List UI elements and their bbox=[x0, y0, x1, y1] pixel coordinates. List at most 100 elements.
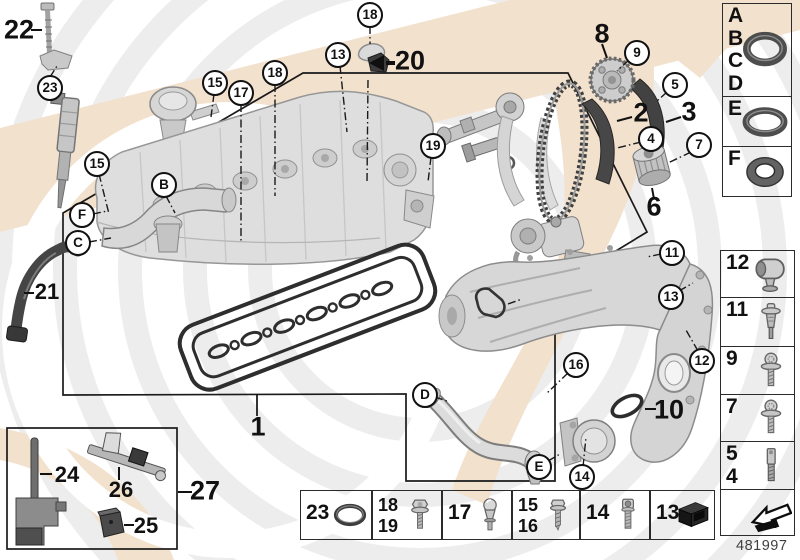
callout-26[interactable]: 26 bbox=[108, 477, 134, 502]
stud-bolt-icon bbox=[766, 447, 776, 481]
legend-panel-label: 23 bbox=[306, 501, 330, 524]
intake-manifold bbox=[438, 244, 714, 463]
callout-1[interactable]: 1 bbox=[250, 411, 266, 442]
callout-14[interactable]: 14 bbox=[569, 464, 595, 490]
callout-F[interactable]: F bbox=[69, 202, 95, 228]
legend-panel-A-B-C-D[interactable]: A B C D bbox=[722, 3, 792, 97]
legend-panel-11[interactable]: 11 bbox=[720, 297, 795, 347]
callout-9[interactable]: 9 bbox=[624, 40, 650, 66]
pump-bracket bbox=[403, 189, 435, 229]
callout-7[interactable]: 7 bbox=[686, 132, 712, 158]
screw-washer-icon bbox=[760, 352, 782, 386]
valve-cover-gasket bbox=[177, 242, 438, 392]
callout-3[interactable]: 3 bbox=[681, 96, 697, 127]
callout-23[interactable]: 23 bbox=[37, 75, 63, 101]
callout-13[interactable]: 13 bbox=[658, 284, 684, 310]
callout-6[interactable]: 6 bbox=[646, 191, 662, 222]
legend-panel-18-19[interactable]: 18 19 bbox=[372, 490, 442, 540]
legend-panel-label: E bbox=[728, 97, 743, 120]
page-arrow-icon bbox=[750, 502, 793, 532]
callout-17[interactable]: 17 bbox=[228, 80, 254, 106]
guide-rail-2 bbox=[581, 98, 615, 185]
legend-panel-label: A B C D bbox=[728, 4, 744, 95]
callout-20[interactable]: 20 bbox=[394, 45, 426, 76]
callout-21[interactable]: 21 bbox=[34, 279, 60, 304]
legend-panel-label: 5 4 bbox=[726, 442, 738, 488]
callout-22[interactable]: 22 bbox=[3, 14, 35, 45]
legend-panel-label: 15 16 bbox=[518, 495, 539, 536]
legend-panel-23[interactable]: 23 bbox=[300, 490, 372, 540]
legend-panel-14[interactable]: 14 bbox=[580, 490, 650, 540]
oil-separator-funnel bbox=[153, 215, 183, 253]
o-ring-icon bbox=[743, 31, 787, 67]
manifold-o-ring bbox=[610, 393, 644, 419]
callout-D[interactable]: D bbox=[412, 382, 438, 408]
special-tool-24 bbox=[15, 437, 67, 546]
expansion-rivet-icon bbox=[761, 303, 781, 339]
legend-panel-15-16[interactable]: 15 16 bbox=[512, 490, 580, 540]
camshaft bbox=[436, 92, 525, 146]
callout-24[interactable]: 24 bbox=[54, 462, 80, 487]
tools-box bbox=[6, 427, 178, 550]
callout-2[interactable]: 2 bbox=[633, 97, 649, 128]
rubber-cap-icon bbox=[677, 502, 709, 528]
oil-filler-cap bbox=[149, 86, 220, 144]
legend-panel-label: 9 bbox=[726, 347, 738, 370]
callout-16[interactable]: 16 bbox=[563, 352, 589, 378]
leader-lines-dashdot bbox=[49, 26, 699, 468]
fuel-injector bbox=[50, 91, 80, 209]
screw-washer-icon bbox=[760, 399, 782, 434]
callout-4[interactable]: 4 bbox=[638, 126, 664, 152]
callout-27[interactable]: 27 bbox=[189, 475, 221, 506]
callout-8[interactable]: 8 bbox=[594, 18, 610, 49]
legend-panel-E[interactable]: E bbox=[722, 96, 792, 147]
callout-E[interactable]: E bbox=[526, 454, 552, 480]
legend-panel-label: 13 bbox=[656, 501, 680, 524]
legend-panel-13[interactable]: 13 bbox=[650, 490, 715, 540]
callout-B[interactable]: B bbox=[151, 172, 177, 198]
callout-11[interactable]: 11 bbox=[659, 240, 685, 266]
legend-panel-F[interactable]: F bbox=[722, 146, 792, 197]
legend-panel-17[interactable]: 17 bbox=[442, 490, 512, 540]
callout-15[interactable]: 15 bbox=[202, 70, 228, 96]
manifold-gasket bbox=[474, 287, 506, 319]
special-tool-26 bbox=[87, 432, 167, 482]
throttle-body bbox=[559, 417, 616, 467]
callout-5[interactable]: 5 bbox=[662, 72, 688, 98]
callout-25[interactable]: 25 bbox=[133, 513, 159, 538]
tapping-screw-icon bbox=[549, 499, 567, 531]
callout-12[interactable]: 12 bbox=[689, 348, 715, 374]
legend-panel-arrow[interactable] bbox=[720, 489, 795, 536]
bolt-22 bbox=[39, 2, 73, 71]
callout-18[interactable]: 18 bbox=[357, 2, 383, 28]
tensioner-rail bbox=[496, 115, 525, 207]
special-tool-25 bbox=[97, 507, 125, 538]
legend-panel-label: 7 bbox=[726, 395, 738, 418]
o-ring-small-icon bbox=[333, 503, 367, 527]
legend-panel-label: 17 bbox=[448, 501, 472, 524]
cable-clip-icon bbox=[755, 258, 785, 293]
legend-panel-label: F bbox=[728, 147, 741, 170]
callout-19[interactable]: 19 bbox=[420, 133, 446, 159]
legend-panel-5-4[interactable]: 5 4 bbox=[720, 441, 795, 490]
callout-15[interactable]: 15 bbox=[84, 151, 110, 177]
socket-bolt-icon bbox=[621, 498, 635, 529]
ball-stud-icon bbox=[483, 498, 497, 531]
legend-panel-7[interactable]: 7 bbox=[720, 394, 795, 442]
callout-10[interactable]: 10 bbox=[653, 394, 685, 425]
o-ring-flat-icon bbox=[742, 106, 788, 137]
callout-C[interactable]: C bbox=[65, 230, 91, 256]
legend-panel-label: 18 19 bbox=[378, 495, 399, 536]
diagram-id: 481997 bbox=[736, 538, 788, 554]
leader-lines-solid bbox=[24, 29, 682, 526]
legend-panel-label: 11 bbox=[726, 298, 749, 321]
legend-panel-label: 14 bbox=[586, 501, 610, 524]
callout-13[interactable]: 13 bbox=[325, 42, 351, 68]
legend-panel-12[interactable]: 12 bbox=[720, 250, 795, 298]
legend-panel-9[interactable]: 9 bbox=[720, 346, 795, 395]
callout-18[interactable]: 18 bbox=[262, 60, 288, 86]
bolt-washer-icon bbox=[411, 499, 429, 529]
seal-washer-icon bbox=[746, 156, 784, 187]
